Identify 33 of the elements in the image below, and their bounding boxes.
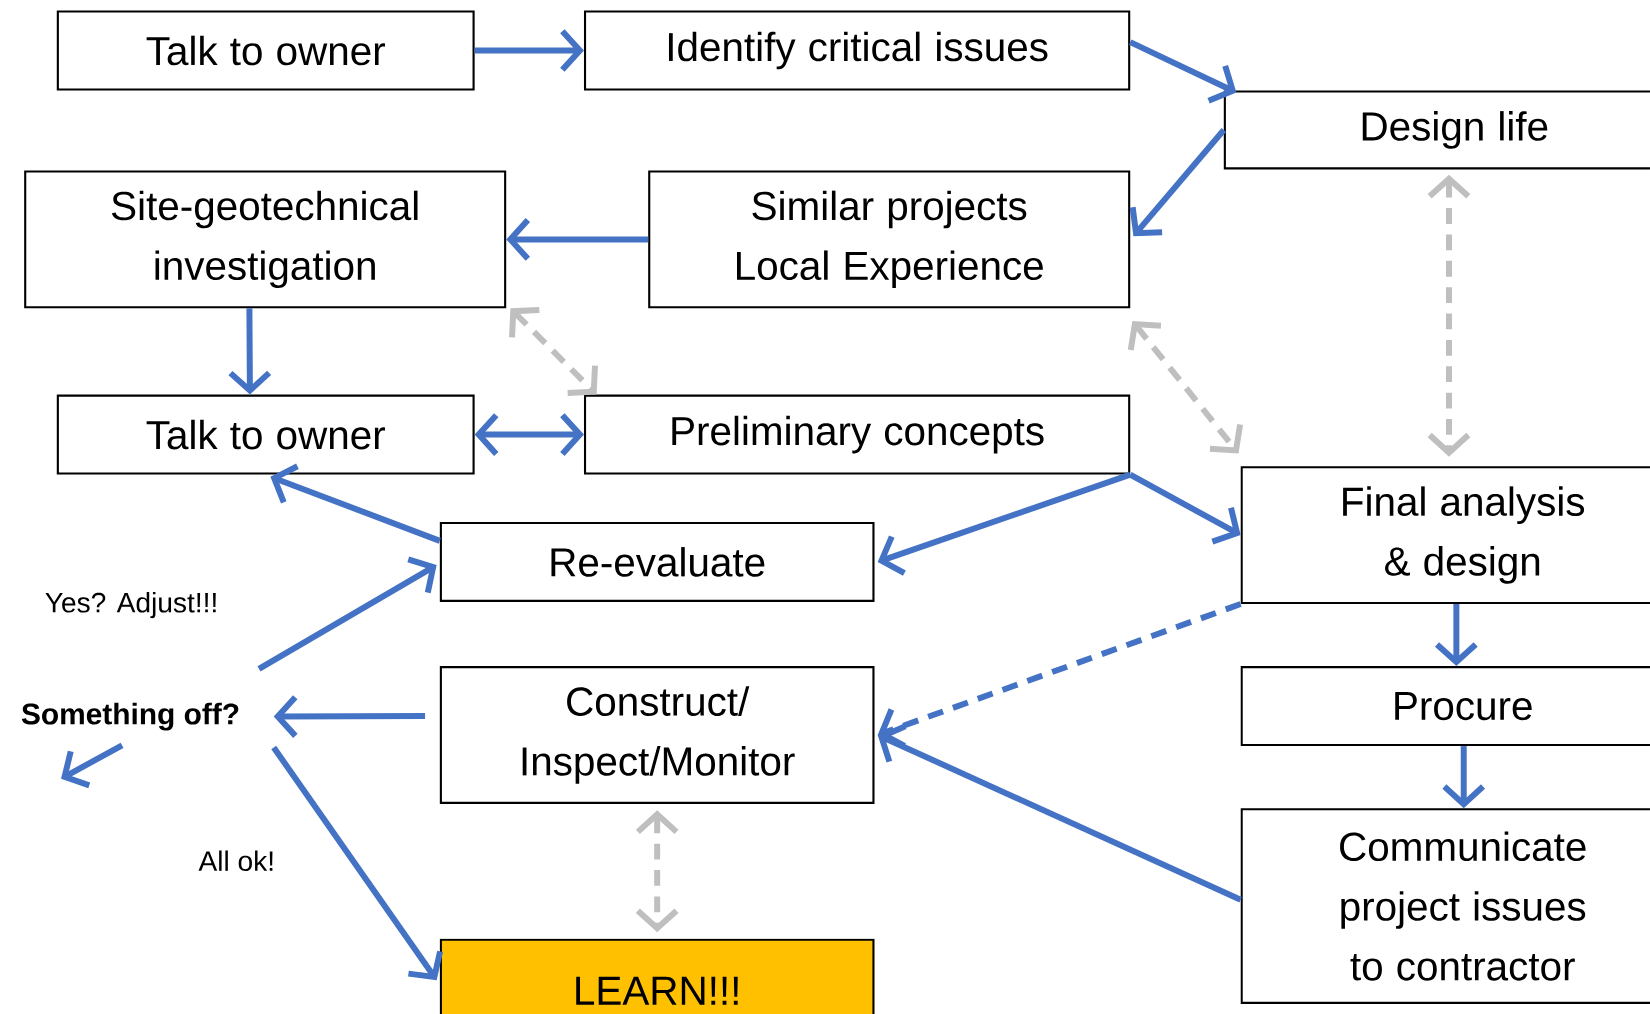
process-box: Construct/ Inspect/Monitor xyxy=(439,665,875,804)
arrow xyxy=(506,217,649,261)
arrow xyxy=(1129,127,1227,237)
dashed-arrow xyxy=(1127,320,1244,454)
process-box: Identify critical issues xyxy=(583,10,1131,91)
process-box: Talk to owner xyxy=(56,394,475,475)
process-box: Communicate project issues to contractor xyxy=(1240,807,1650,1004)
arrow xyxy=(273,695,426,738)
note-text: All ok! xyxy=(198,850,273,871)
dashed-arrow xyxy=(1427,174,1471,457)
arrow xyxy=(228,308,272,395)
arrow xyxy=(1128,471,1241,545)
question-text: Something off? xyxy=(21,702,239,731)
arrow xyxy=(257,556,437,672)
process-box: Procure xyxy=(1240,665,1650,746)
arrow xyxy=(270,463,441,544)
arrow xyxy=(474,413,584,456)
process-box: Site-geotechnical investigation xyxy=(24,170,507,309)
process-box: Similar projects Local Experience xyxy=(648,170,1131,309)
process-box: Final analysis & design xyxy=(1240,465,1650,604)
arrow xyxy=(877,723,1242,903)
process-box: Preliminary concepts xyxy=(583,394,1131,475)
process-box: Design life xyxy=(1223,90,1650,170)
dashed-arrow xyxy=(635,810,679,933)
highlight-box: LEARN!!! xyxy=(439,938,875,1014)
arrow xyxy=(271,745,444,981)
dashed-arrow xyxy=(509,306,598,396)
arrow xyxy=(474,28,584,72)
arrow xyxy=(1128,39,1237,104)
note-text: Yes? Adjust!!! xyxy=(45,591,216,618)
process-box: Talk to owner xyxy=(56,10,475,91)
arrow xyxy=(877,471,1132,576)
process-box: Re-evaluate xyxy=(439,521,875,602)
